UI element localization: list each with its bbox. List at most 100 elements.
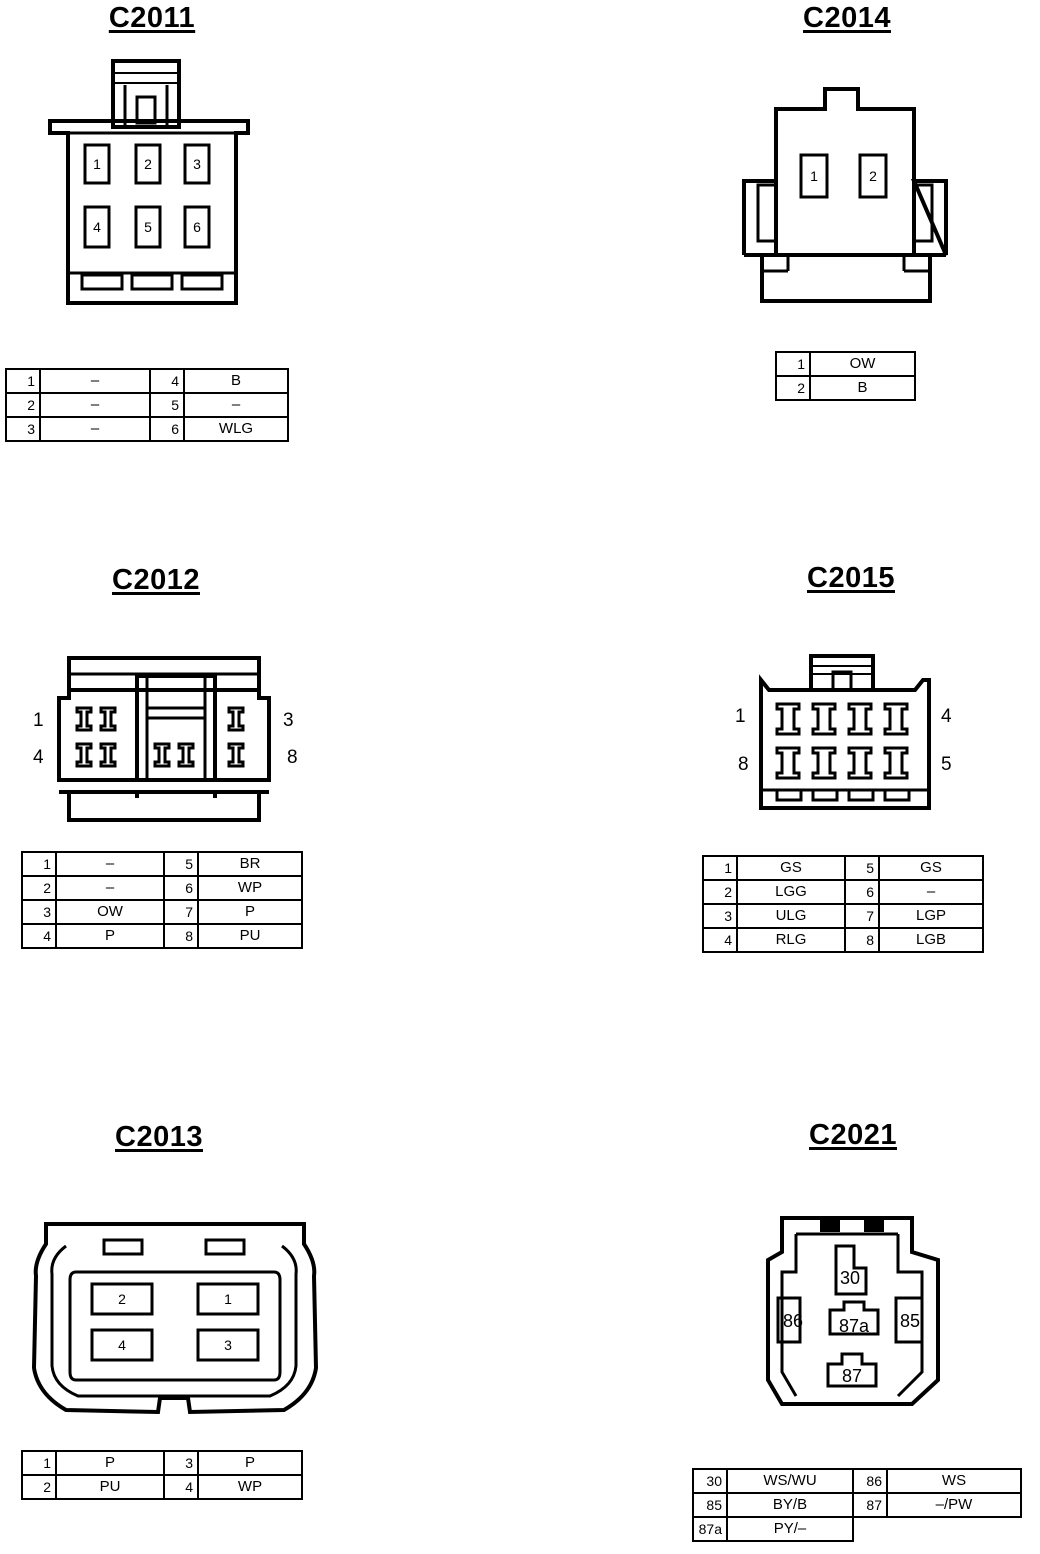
pin-number: 30 [692, 1468, 728, 1494]
table-row: 1 – 4 B [5, 368, 289, 394]
c2021-pin-table: 30 WS/WU 86 WS 85 BY/B 87 –/PW 87a PY/– [692, 1468, 1022, 1542]
table-row: 3 – 6 WLG [5, 416, 289, 442]
c2014-cavity-2: 2 [869, 168, 877, 184]
wire-color: ULG [736, 903, 846, 929]
wire-color: PU [55, 1474, 165, 1500]
c2011-cavity-2: 2 [144, 156, 152, 172]
pin-number: 4 [149, 368, 185, 394]
c2011-cavity-4: 4 [93, 219, 101, 235]
c2015-side-label-bottom-left: 8 [738, 754, 749, 775]
c2012-title: C2012 [112, 564, 200, 596]
wire-color: GS [736, 855, 846, 881]
wire-color: P [197, 899, 303, 925]
wire-color: RLG [736, 927, 846, 953]
c2014-cavity-1: 1 [810, 168, 818, 184]
table-row: 1 – 5 BR [21, 851, 303, 877]
pin-number: 3 [163, 1450, 199, 1476]
pin-number: 2 [5, 392, 41, 418]
wire-color: OW [809, 351, 916, 377]
c2015-side-label-bottom-right: 5 [941, 754, 952, 775]
pin-number: 86 [852, 1468, 888, 1494]
c2013-cavity-1: 1 [224, 1291, 232, 1307]
wire-color: OW [55, 899, 165, 925]
table-row: 1 GS 5 GS [702, 855, 984, 881]
pin-number: 4 [21, 923, 57, 949]
table-row: 3 ULG 7 LGP [702, 903, 984, 929]
c2011-cavity-5: 5 [144, 219, 152, 235]
pin-number: 6 [163, 875, 199, 901]
table-row: 87a PY/– [692, 1516, 1021, 1542]
pin-number: 1 [775, 351, 811, 377]
wire-color: GS [878, 855, 984, 881]
empty-cell [853, 1517, 887, 1541]
table-row: 1 P 3 P [21, 1450, 303, 1476]
wire-color: – [878, 879, 984, 905]
c2021-cavity-85: 85 [900, 1311, 920, 1331]
wire-color: – [55, 875, 165, 901]
wire-color: – [39, 416, 151, 442]
pin-number: 2 [775, 375, 811, 401]
pin-number: 7 [163, 899, 199, 925]
c2015-side-label-top-right: 4 [941, 706, 952, 727]
pin-number: 2 [21, 875, 57, 901]
table-row: 30 WS/WU 86 WS [692, 1468, 1022, 1494]
pin-number: 7 [844, 903, 880, 929]
wire-color: – [183, 392, 289, 418]
c2021-cavity-86: 86 [783, 1311, 803, 1331]
pin-number: 4 [163, 1474, 199, 1500]
c2013-connector-diagram: 2 1 4 3 [31, 1222, 319, 1415]
c2021-cavity-87a: 87a [839, 1316, 870, 1336]
wire-color: – [55, 851, 165, 877]
c2015-pin-table: 1 GS 5 GS 2 LGG 6 – 3 ULG 7 LGP 4 RLG 8 … [702, 855, 984, 953]
pin-number: 5 [844, 855, 880, 881]
c2011-title: C2011 [108, 2, 196, 34]
wire-color: B [809, 375, 916, 401]
wire-color: LGG [736, 879, 846, 905]
c2013-title: C2013 [115, 1121, 203, 1153]
c2021-cavity-87: 87 [842, 1366, 862, 1386]
c2015-side-label-top-left: 1 [735, 706, 746, 727]
pin-number: 6 [844, 879, 880, 905]
pin-number: 1 [21, 851, 57, 877]
c2013-pin-table: 1 P 3 P 2 PU 4 WP [21, 1450, 303, 1500]
table-row: 2 – 5 – [5, 392, 289, 418]
c2013-cavity-4: 4 [118, 1337, 126, 1353]
table-row: 2 LGG 6 – [702, 879, 984, 905]
table-row: 85 BY/B 87 –/PW [692, 1492, 1022, 1518]
c2021-cavity-30: 30 [840, 1268, 860, 1288]
pin-number: 5 [149, 392, 185, 418]
pin-number: 87a [692, 1516, 728, 1542]
wire-color: LGB [878, 927, 984, 953]
wire-color: P [55, 923, 165, 949]
wire-color: – [39, 392, 151, 418]
table-row: 2 B [775, 375, 916, 401]
pin-number: 85 [692, 1492, 728, 1518]
c2011-cavity-3: 3 [193, 156, 201, 172]
table-row: 4 RLG 8 LGB [702, 927, 984, 953]
wire-color: BR [197, 851, 303, 877]
wire-color: –/PW [886, 1492, 1022, 1518]
wire-color: LGP [878, 903, 984, 929]
c2011-cavity-6: 6 [193, 219, 201, 235]
c2011-connector-diagram: 1 2 3 4 5 6 [48, 59, 250, 305]
c2011-cavity-1: 1 [93, 156, 101, 172]
pin-number: 1 [702, 855, 738, 881]
wire-color: BY/B [726, 1492, 854, 1518]
c2014-connector-diagram: 1 2 [742, 87, 948, 303]
table-row: 1 OW [775, 351, 916, 377]
wire-color: P [55, 1450, 165, 1476]
pin-number: 3 [702, 903, 738, 929]
pin-number: 3 [5, 416, 41, 442]
pin-number: 6 [149, 416, 185, 442]
pin-number: 2 [21, 1474, 57, 1500]
c2014-pin-table: 1 OW 2 B [775, 351, 916, 401]
pin-number: 3 [21, 899, 57, 925]
c2012-side-label-bottom-right: 8 [287, 747, 298, 768]
pin-number: 87 [852, 1492, 888, 1518]
wire-color: B [183, 368, 289, 394]
wire-color: WP [197, 875, 303, 901]
wire-color: WP [197, 1474, 303, 1500]
wire-color: WS [886, 1468, 1022, 1494]
wire-color: WS/WU [726, 1468, 854, 1494]
c2011-pin-table: 1 – 4 B 2 – 5 – 3 – 6 WLG [5, 368, 289, 442]
